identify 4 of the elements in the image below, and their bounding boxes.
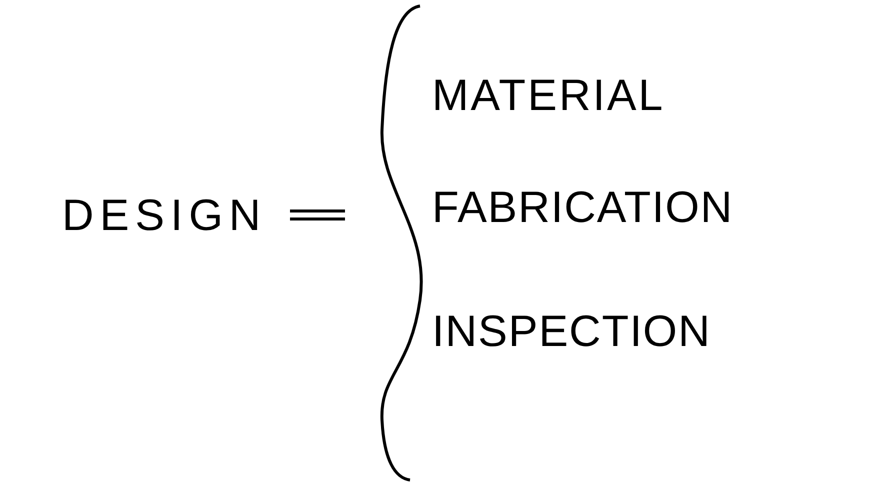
- equation-term: DESIGN: [62, 194, 267, 238]
- summand-term: INSPECTION: [432, 310, 711, 354]
- summand-term: FABRICATION: [432, 186, 734, 230]
- summand-term: MATERIAL: [432, 74, 665, 118]
